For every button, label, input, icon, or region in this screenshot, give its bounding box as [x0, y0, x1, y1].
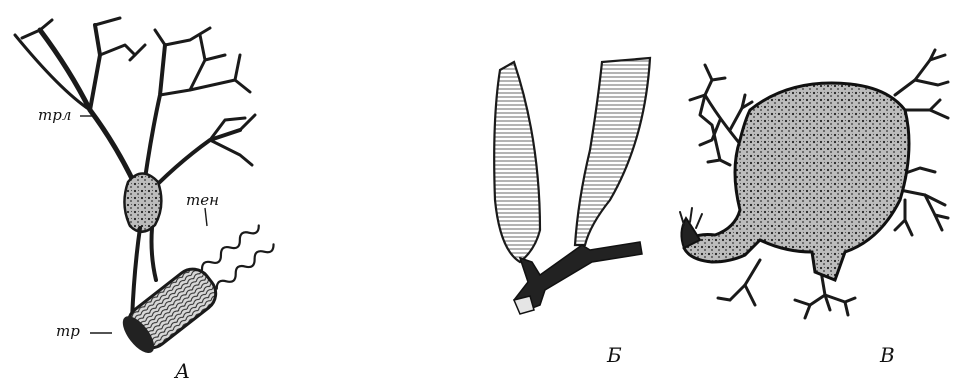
- elongated-cell-right: [575, 58, 650, 245]
- trunk-b: [514, 242, 642, 312]
- panel-letter-b: Б: [606, 343, 622, 367]
- elongated-cell-left: [494, 62, 540, 262]
- panel-a: трл тен тр А: [15, 18, 280, 380]
- label-ten: тен: [186, 191, 219, 209]
- panel-b: Б: [494, 58, 650, 367]
- panel-letter-v: В: [879, 343, 895, 367]
- leader-ten: [205, 208, 207, 226]
- trunk-b-end: [514, 296, 534, 314]
- label-tr: тр: [56, 322, 80, 340]
- panel-v: В: [680, 50, 948, 367]
- label-trl: трл: [38, 106, 71, 124]
- trachea-tube: [117, 218, 280, 359]
- tracheal-cell-body: [124, 174, 161, 232]
- panel-letter-a: А: [173, 359, 190, 380]
